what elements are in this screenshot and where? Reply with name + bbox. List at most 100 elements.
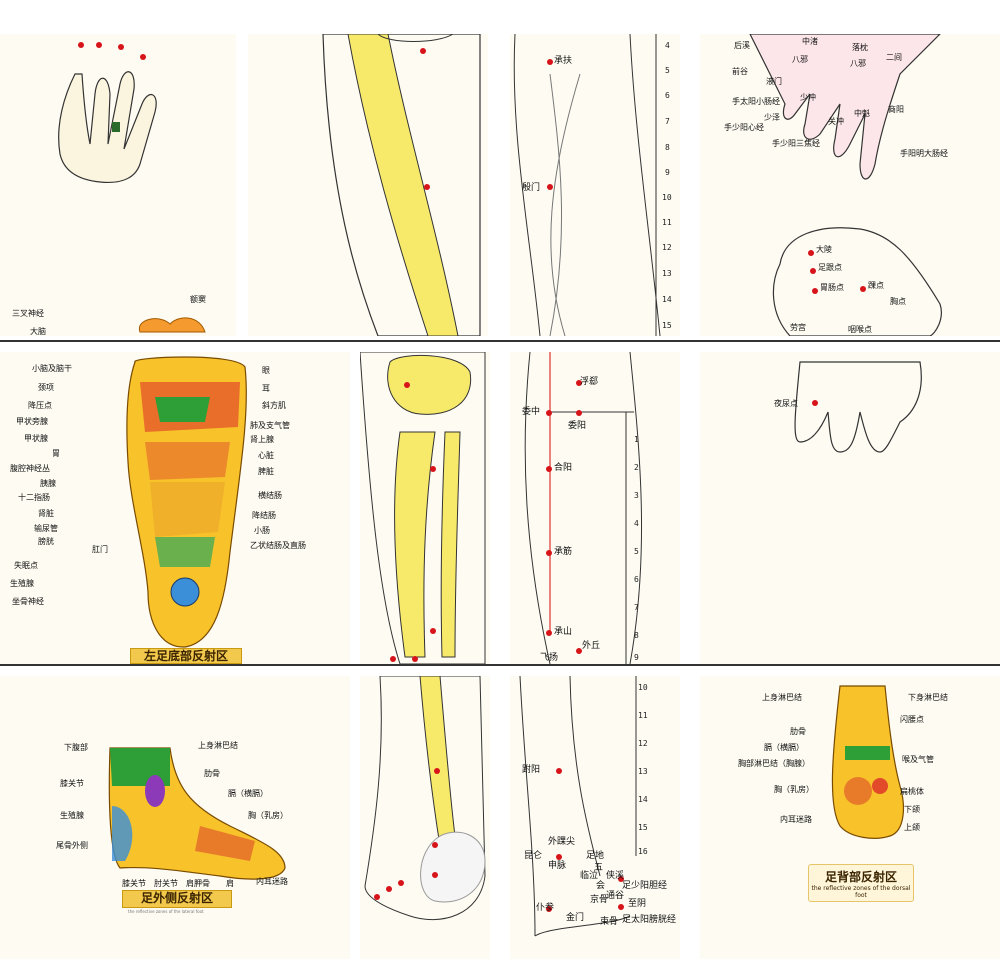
point-fuyang: 跗阳 bbox=[522, 765, 541, 775]
point-waiqiu: 外丘 bbox=[582, 641, 601, 651]
ruler-tick: 12 bbox=[638, 739, 648, 748]
acupoint-dot bbox=[546, 550, 552, 556]
point-kunlun: 昆仑 bbox=[524, 851, 543, 861]
acupoint-dot bbox=[576, 380, 582, 386]
leg-back-illustration bbox=[513, 34, 661, 336]
acupoint-dot bbox=[432, 842, 438, 848]
lateral-label: 膈（横膈） bbox=[228, 789, 268, 798]
sole-label: 横结肠 bbox=[258, 491, 282, 500]
dorsal-foot-title: 足背部反射区 bbox=[824, 870, 897, 884]
ruler-tick: 12 bbox=[662, 243, 672, 252]
hand-point-label: 手少阳心经 bbox=[724, 123, 764, 132]
lateral-label: 内耳迷路 bbox=[256, 877, 288, 886]
sole-label: 坐骨神经 bbox=[12, 597, 44, 606]
acupoint-dot bbox=[434, 768, 440, 774]
ruler-tick: 14 bbox=[662, 295, 672, 304]
point-linqi: 临泣 bbox=[580, 871, 599, 881]
acupoint-dot bbox=[412, 656, 418, 662]
sole-label: 胃 bbox=[52, 449, 60, 458]
acupoint-dot bbox=[390, 656, 396, 662]
lateral-label: 膝关节 bbox=[122, 879, 146, 888]
hand-label-danao: 大脑 bbox=[30, 327, 46, 336]
point-shugu: 束骨 bbox=[600, 917, 619, 927]
point-fuxi: 浮郄 bbox=[580, 377, 599, 387]
acupoint-dot bbox=[398, 880, 404, 886]
panel-top-thigh bbox=[248, 34, 488, 336]
hand-point-label: 足跟点 bbox=[818, 263, 842, 272]
acupoint-dot bbox=[812, 400, 818, 406]
calf-illustration bbox=[524, 352, 643, 664]
dorsal-label: 扁桃体 bbox=[900, 787, 924, 796]
acupoint-dot bbox=[424, 184, 430, 190]
acupoint-dot bbox=[546, 466, 552, 472]
lateral-foot-illustration bbox=[108, 747, 286, 880]
hand-point-label: 胸点 bbox=[890, 297, 906, 306]
acupoint-dot bbox=[96, 42, 102, 48]
acupoint-dot bbox=[860, 286, 866, 292]
ruler-tick: 15 bbox=[638, 823, 648, 832]
knee-illustration bbox=[360, 352, 486, 664]
dorsal-label: 下身淋巴结 bbox=[908, 693, 948, 702]
lateral-label: 肋骨 bbox=[204, 769, 220, 778]
acupoint-dot bbox=[432, 872, 438, 878]
ruler-tick: 13 bbox=[638, 767, 648, 776]
hand-point-label: 手太阳小肠经 bbox=[732, 97, 780, 106]
ruler-tick: 4 bbox=[634, 519, 639, 528]
point-jinggu: 京骨 bbox=[590, 895, 609, 905]
ruler-tick: 14 bbox=[638, 795, 648, 804]
point-tonggu: 通谷 bbox=[606, 891, 625, 901]
hand-point-label: 落枕 bbox=[852, 43, 868, 52]
lateral-label: 肘关节 bbox=[154, 879, 178, 888]
hand-point-label: 胃肠点 bbox=[820, 283, 844, 292]
ruler-tick: 16 bbox=[638, 847, 648, 856]
dorsal-foot-title-card: 足背部反射区 the reflective zones of the dorsa… bbox=[808, 864, 914, 902]
panel-knee-shin bbox=[360, 352, 490, 664]
ruler-tick: 10 bbox=[638, 683, 648, 692]
point-zutaiyang: 足太阳膀胱经 bbox=[622, 915, 677, 925]
sole-label: 肛门 bbox=[92, 545, 108, 554]
acupoint-dot bbox=[430, 628, 436, 634]
point-yinmen: 殷门 bbox=[522, 183, 541, 193]
dorsal-label: 下颌 bbox=[904, 805, 920, 814]
sole-label: 腹腔神经丛 bbox=[10, 464, 50, 473]
ruler-tick: 7 bbox=[634, 603, 639, 612]
ruler-tick: 6 bbox=[665, 91, 670, 100]
acupoint-dot bbox=[556, 854, 562, 860]
acupoint-dot bbox=[808, 250, 814, 256]
point-wu: 五 bbox=[594, 863, 604, 873]
acupoint-dot bbox=[576, 410, 582, 416]
point-weizhong: 委中 bbox=[522, 407, 541, 417]
point-pucan: 仆参 bbox=[536, 903, 555, 913]
thigh-illustration bbox=[322, 34, 481, 336]
hand-point-label: 液门 bbox=[766, 77, 782, 86]
dorsal-label: 上身淋巴结 bbox=[762, 693, 802, 702]
hand-point-label: 八邪 bbox=[792, 55, 808, 64]
sole-label: 小肠 bbox=[254, 526, 270, 535]
hand-point-label: 大陵 bbox=[816, 245, 832, 254]
ruler-tick: 8 bbox=[634, 631, 639, 640]
sole-label: 斜方肌 bbox=[262, 401, 286, 410]
sole-label: 心脏 bbox=[258, 451, 274, 460]
point-xiaxi: 侠溪 bbox=[606, 871, 625, 881]
hand-point-label: 中渚 bbox=[802, 37, 818, 46]
dorsal-label: 胸部淋巴结（胸腺） bbox=[738, 759, 810, 768]
acupoint-dot bbox=[420, 48, 426, 54]
panel-lateral-foot: 足外侧反射区 the reflective zones of the later… bbox=[0, 676, 350, 959]
ruler-tick: 11 bbox=[638, 711, 648, 720]
ruler-tick: 1 bbox=[634, 435, 639, 444]
ankle-illustration bbox=[364, 676, 486, 921]
panel-bottom-leg-ruler: 跗阳 外踝尖 足地 五 侠溪 昆仑 申脉 临泣 会 通谷 足少阳胆经 仆参 京骨… bbox=[510, 676, 680, 959]
ruler-tick: 3 bbox=[634, 491, 639, 500]
sole-label: 甲状旁腺 bbox=[16, 417, 48, 426]
dorsal-foot-subtitle: the reflective zones of the dorsal foot bbox=[811, 885, 911, 899]
panel-left-sole: 左足底部反射区 bbox=[0, 352, 350, 664]
lateral-label: 尾骨外侧 bbox=[56, 841, 88, 850]
dorsal-label: 膈（横膈） bbox=[764, 743, 804, 752]
sole-label: 小脑及脑干 bbox=[32, 364, 72, 373]
sole-label: 乙状结肠及直肠 bbox=[250, 541, 306, 550]
point-shenmai: 申脉 bbox=[548, 861, 567, 871]
ruler-tick: 2 bbox=[634, 463, 639, 472]
point-chengfu: 承扶 bbox=[554, 56, 573, 66]
hand-point-label: 商阳 bbox=[888, 105, 904, 114]
sole-label: 膀胱 bbox=[38, 537, 54, 546]
